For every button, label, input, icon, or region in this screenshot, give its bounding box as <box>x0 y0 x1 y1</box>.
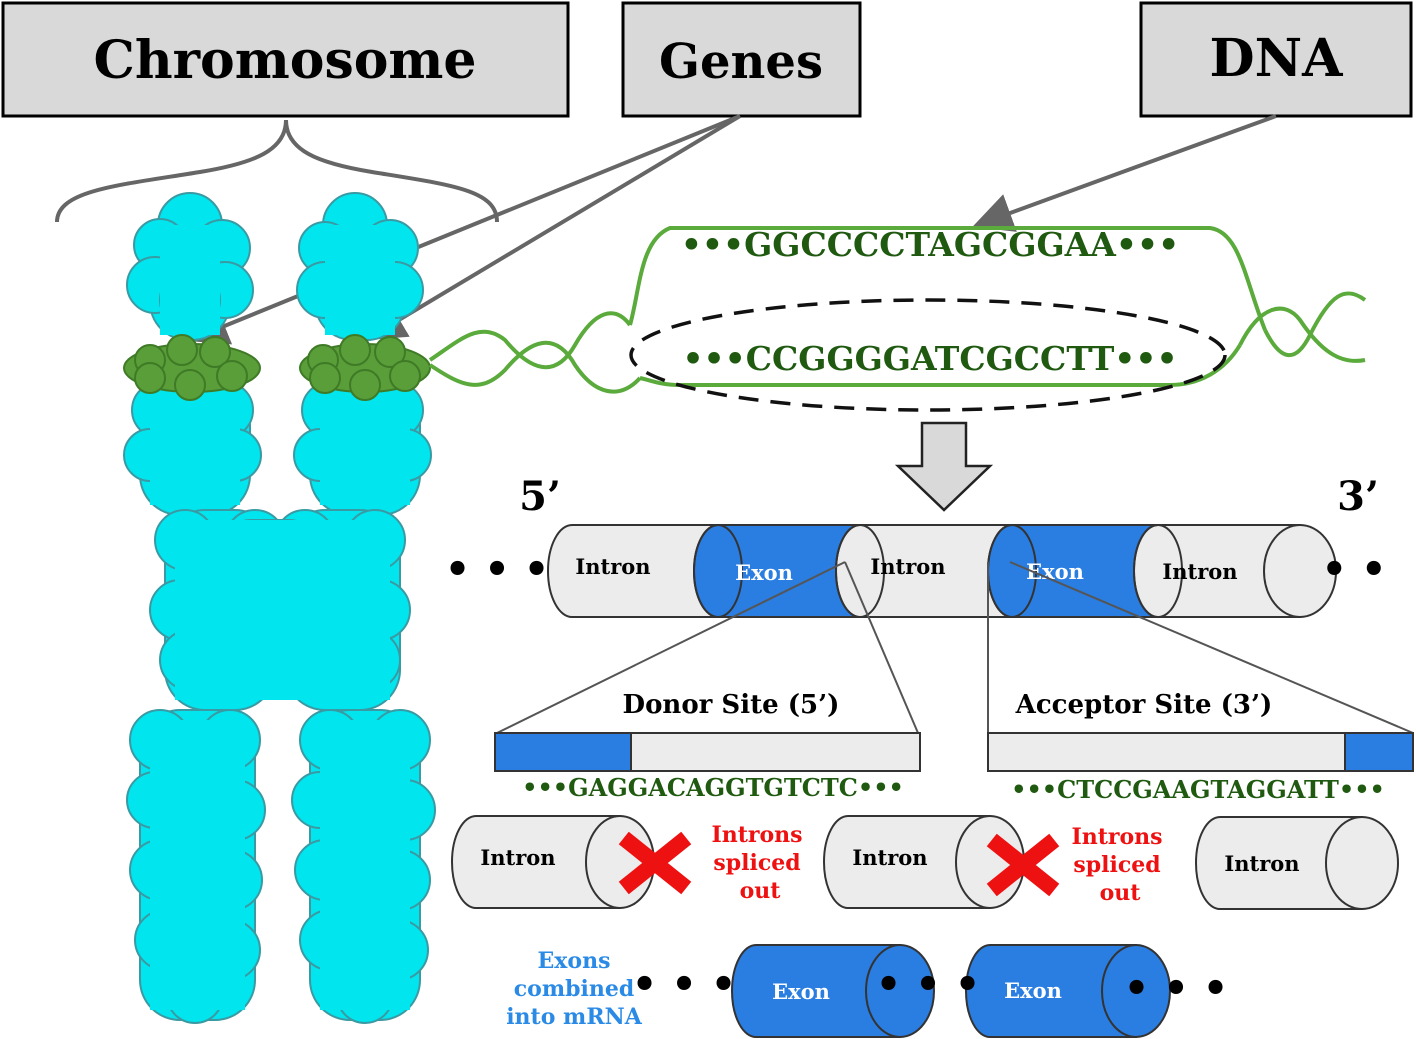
svg-text:combined: combined <box>514 976 634 1002</box>
genes-label: Genes <box>659 34 823 90</box>
genes-label-box: Genes <box>621 1 862 118</box>
svg-text:Introns: Introns <box>1071 824 1162 850</box>
gene-segment-intron-1: Intron <box>547 524 721 618</box>
dna-top-strand-sequence: •••GGCCCCTAGCGGAA••• <box>681 225 1179 264</box>
mrna-left-dots: • • • <box>632 961 737 1008</box>
mrna-caption: Exons combined into mRNA <box>506 948 643 1030</box>
gene-segment-exon-2: Exon <box>987 524 1159 618</box>
svg-text:into mRNA: into mRNA <box>506 1004 643 1030</box>
svg-text:Intron: Intron <box>1162 559 1237 584</box>
dashed-ellipse <box>629 298 1227 412</box>
svg-text:spliced: spliced <box>713 850 800 876</box>
svg-text:Exon: Exon <box>1004 978 1062 1003</box>
genes-arrow-right <box>365 114 742 341</box>
spliced-intron-2: Intron <box>823 815 1025 909</box>
acceptor-site: Acceptor Site (3’) •••CTCCGAAGTAGGATT••• <box>987 690 1414 804</box>
svg-text:Intron: Intron <box>1224 851 1299 876</box>
zoom-lines <box>496 561 1414 734</box>
svg-text:Intron: Intron <box>575 554 650 579</box>
x-icon-1 <box>618 831 692 895</box>
three-prime-label: 3’ <box>1337 473 1379 520</box>
spliced-intron-1: Intron <box>451 815 655 909</box>
down-arrow <box>894 421 994 512</box>
spliced-intron-3: Intron <box>1195 816 1399 910</box>
mrna-middle-dots: • • • <box>876 961 981 1008</box>
svg-text:Intron: Intron <box>870 554 945 579</box>
gene-band-left <box>123 334 261 401</box>
gene-left-dots: • • • <box>445 546 550 593</box>
splice-note-2: Introns spliced out <box>1071 824 1162 906</box>
svg-text:Intron: Intron <box>852 845 927 870</box>
svg-text:spliced: spliced <box>1073 852 1160 878</box>
svg-text:Exons: Exons <box>538 948 611 974</box>
dna-label: DNA <box>1210 28 1344 89</box>
svg-text:Exon: Exon <box>772 979 830 1004</box>
svg-text:Introns: Introns <box>711 822 802 848</box>
svg-text:out: out <box>1100 880 1142 906</box>
gene-segment-intron-3: Intron <box>1133 524 1337 618</box>
mrna-exon-2: Exon <box>965 944 1171 1038</box>
acceptor-site-sequence: •••CTCCGAAGTAGGATT••• <box>1011 775 1385 804</box>
svg-text:Exon: Exon <box>735 560 793 585</box>
chromosome-label-box: Chromosome <box>1 1 570 118</box>
donor-site: Donor Site (5’) •••GAGGACAGGTGTCTC••• <box>494 690 921 802</box>
dna-arrow <box>972 114 1277 232</box>
donor-site-sequence: •••GAGGACAGGTGTCTC••• <box>522 773 904 802</box>
gene-cylinder: • • • Intron Exon Intron Exon <box>445 524 1387 618</box>
mrna-right-dots: • • • <box>1124 965 1229 1012</box>
gene-band-right <box>299 334 431 401</box>
svg-text:out: out <box>740 878 782 904</box>
x-icon-2 <box>986 833 1060 897</box>
acceptor-site-title: Acceptor Site (3’) <box>1015 690 1273 720</box>
dna-double-helix <box>428 226 1367 394</box>
svg-text:Intron: Intron <box>480 845 555 870</box>
svg-text:Exon: Exon <box>1026 559 1084 584</box>
genes-arrow-left <box>187 114 741 345</box>
chromosome-fill <box>150 225 410 1010</box>
splice-note-1: Introns spliced out <box>711 822 802 904</box>
gene-segment-intron-2: Intron <box>835 524 1013 618</box>
chromosome-brace <box>55 119 499 223</box>
chromosome-label: Chromosome <box>93 30 476 91</box>
gene-segment-exon-1: Exon <box>693 524 861 618</box>
dna-label-box: DNA <box>1139 1 1413 118</box>
five-prime-label: 5’ <box>519 473 561 520</box>
dna-bottom-strand-sequence: •••CCGGGGATCGCCTT••• <box>682 339 1177 378</box>
mrna-exon-1: Exon <box>731 944 935 1038</box>
donor-site-title: Donor Site (5’) <box>623 690 840 720</box>
gene-right-dots: • • <box>1321 546 1386 593</box>
